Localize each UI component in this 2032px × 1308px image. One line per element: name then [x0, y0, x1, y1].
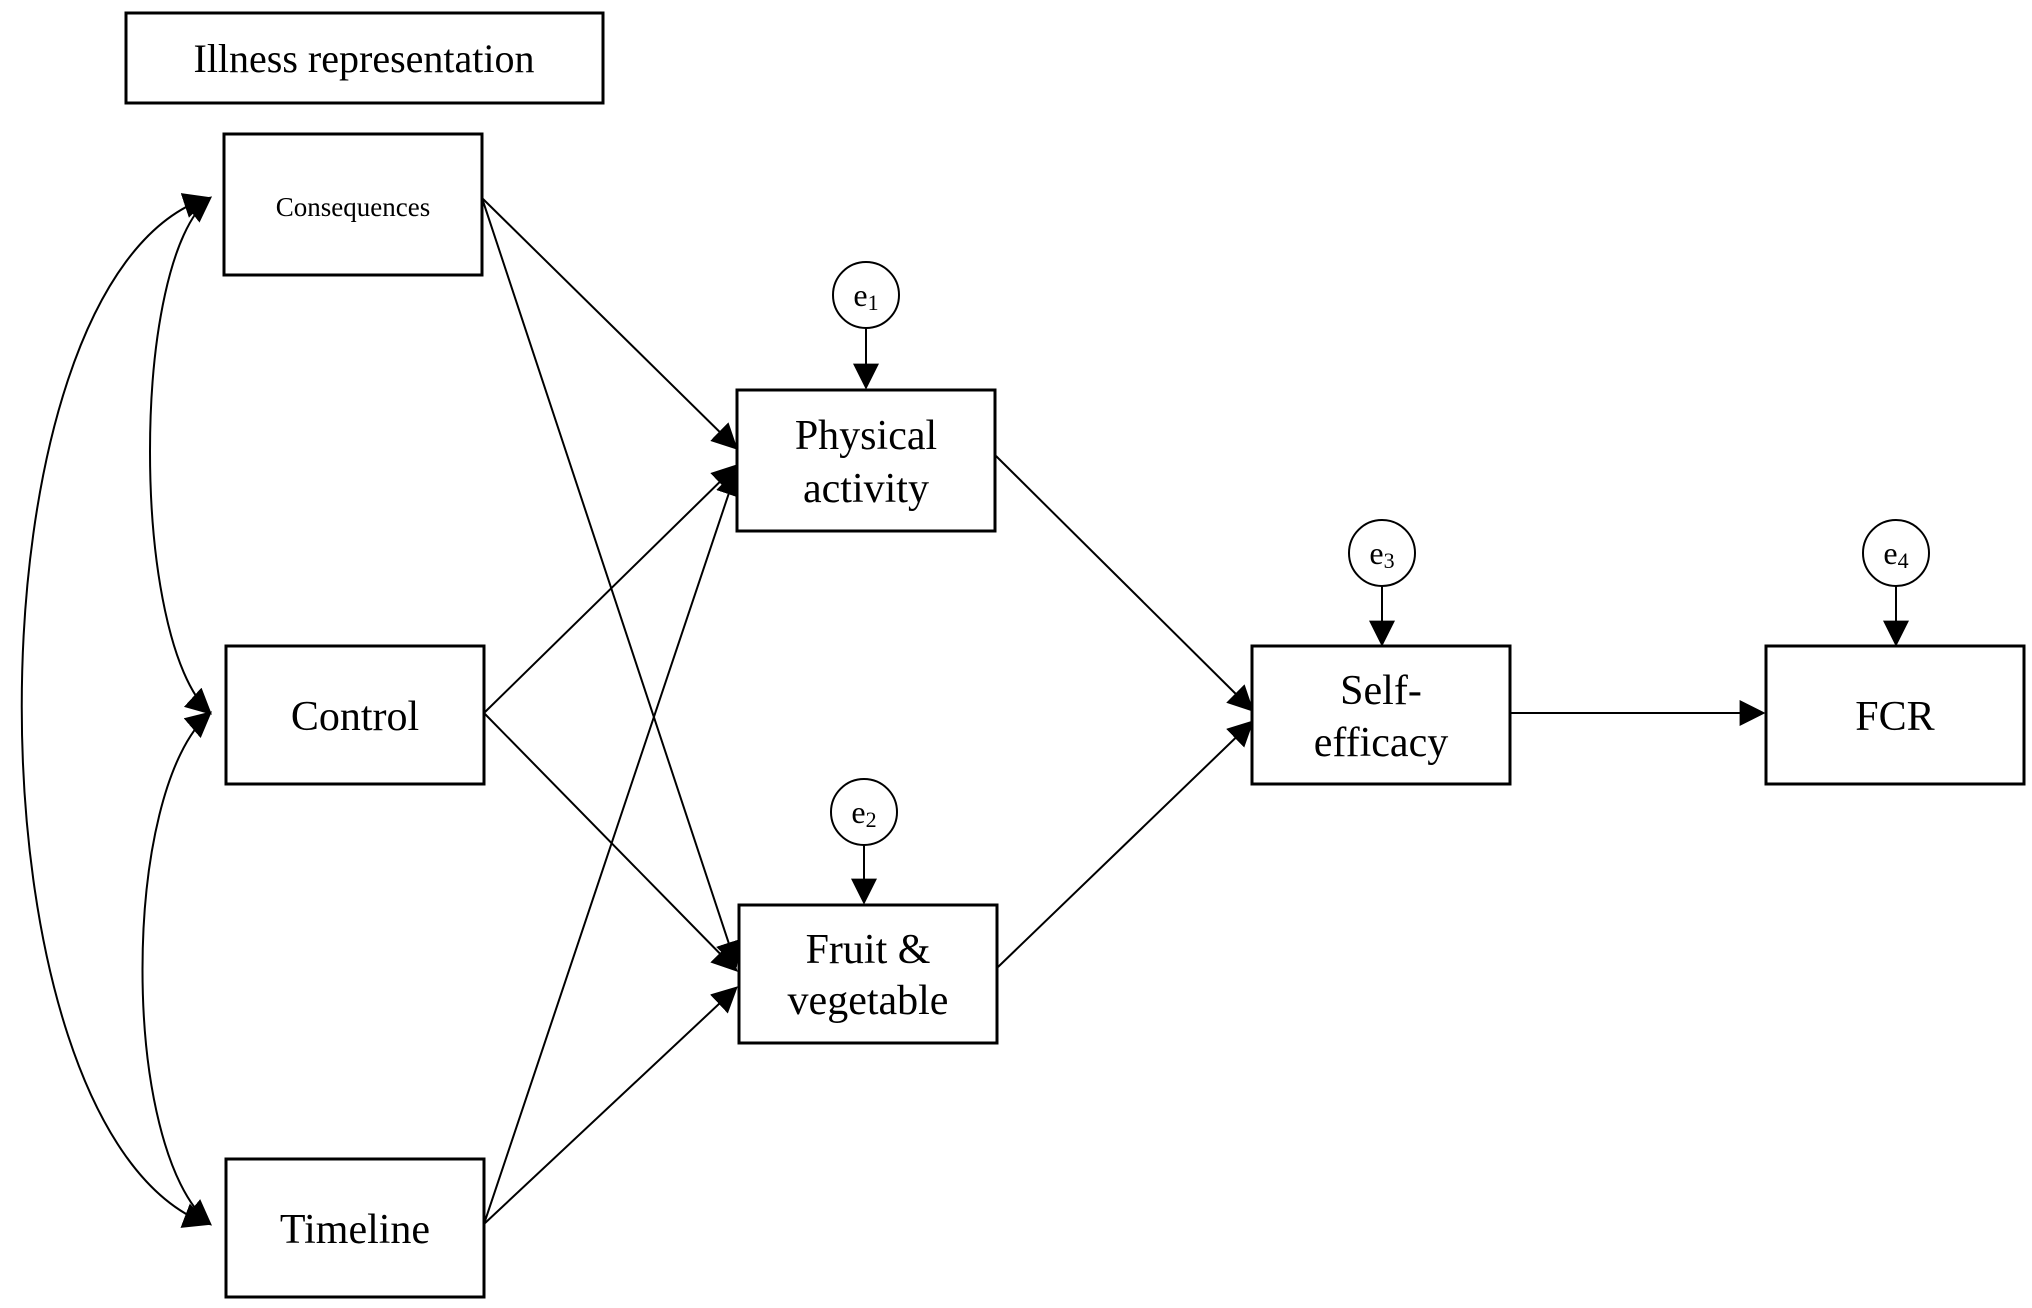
path-consequences-fruit-vegetable [481, 197, 741, 968]
node-physical-activity-line2: activity [803, 466, 929, 512]
node-fcr: FCR [1764, 644, 2026, 786]
path-consequences-physical-activity [481, 197, 738, 450]
node-fruit-vegetable-line2: vegetable [788, 978, 949, 1024]
node-timeline-label: Timeline [280, 1207, 430, 1253]
correlation-consequences-timeline [20, 193, 210, 1228]
error-e2-sub: 2 [866, 807, 877, 832]
node-fruit-vegetable-line1: Fruit & [806, 927, 931, 973]
error-e4-base: e [1883, 535, 1897, 571]
node-physical-activity: Physical activity [735, 388, 997, 533]
error-e4-sub: 4 [1898, 548, 1909, 573]
node-self-efficacy-line1: Self- [1340, 668, 1422, 714]
path-physical-activity-self-efficacy [995, 455, 1254, 712]
node-self-efficacy-line2: efficacy [1314, 720, 1448, 766]
svg-text:e4: e4 [1883, 535, 1908, 573]
error-term-e1: e1 [832, 261, 900, 329]
node-physical-activity-line1: Physical [795, 413, 937, 459]
path-timeline-physical-activity [483, 469, 741, 1225]
error-term-e3: e3 [1348, 519, 1416, 587]
path-fruit-vegetable-self-efficacy [997, 720, 1254, 968]
error-term-e4: e4 [1862, 519, 1930, 587]
header-title: Illness representation [194, 36, 535, 81]
svg-text:e2: e2 [851, 794, 876, 832]
error-e1-base: e [853, 277, 867, 313]
error-e3-sub: 3 [1384, 548, 1395, 573]
correlation-consequences-control [149, 196, 213, 715]
node-consequences: Consequences [222, 132, 484, 277]
error-term-e2: e2 [830, 778, 898, 846]
path-control-fruit-vegetable [483, 712, 738, 972]
error-e2-base: e [851, 794, 865, 830]
correlation-control-timeline [141, 711, 213, 1226]
node-fcr-label: FCR [1855, 694, 1934, 740]
node-timeline: Timeline [224, 1157, 486, 1299]
path-timeline-fruit-vegetable [483, 986, 738, 1225]
node-consequences-label: Consequences [276, 192, 430, 222]
illness-representation-header: Illness representation [124, 11, 605, 105]
node-control-label: Control [291, 694, 419, 740]
node-control: Control [224, 644, 486, 786]
error-e3-base: e [1369, 535, 1383, 571]
path-control-physical-activity [483, 464, 738, 714]
node-fruit-vegetable: Fruit & vegetable [737, 903, 999, 1045]
error-e1-sub: 1 [868, 290, 879, 315]
node-self-efficacy: Self- efficacy [1250, 644, 1512, 786]
svg-text:e1: e1 [853, 277, 878, 315]
svg-text:e3: e3 [1369, 535, 1394, 573]
